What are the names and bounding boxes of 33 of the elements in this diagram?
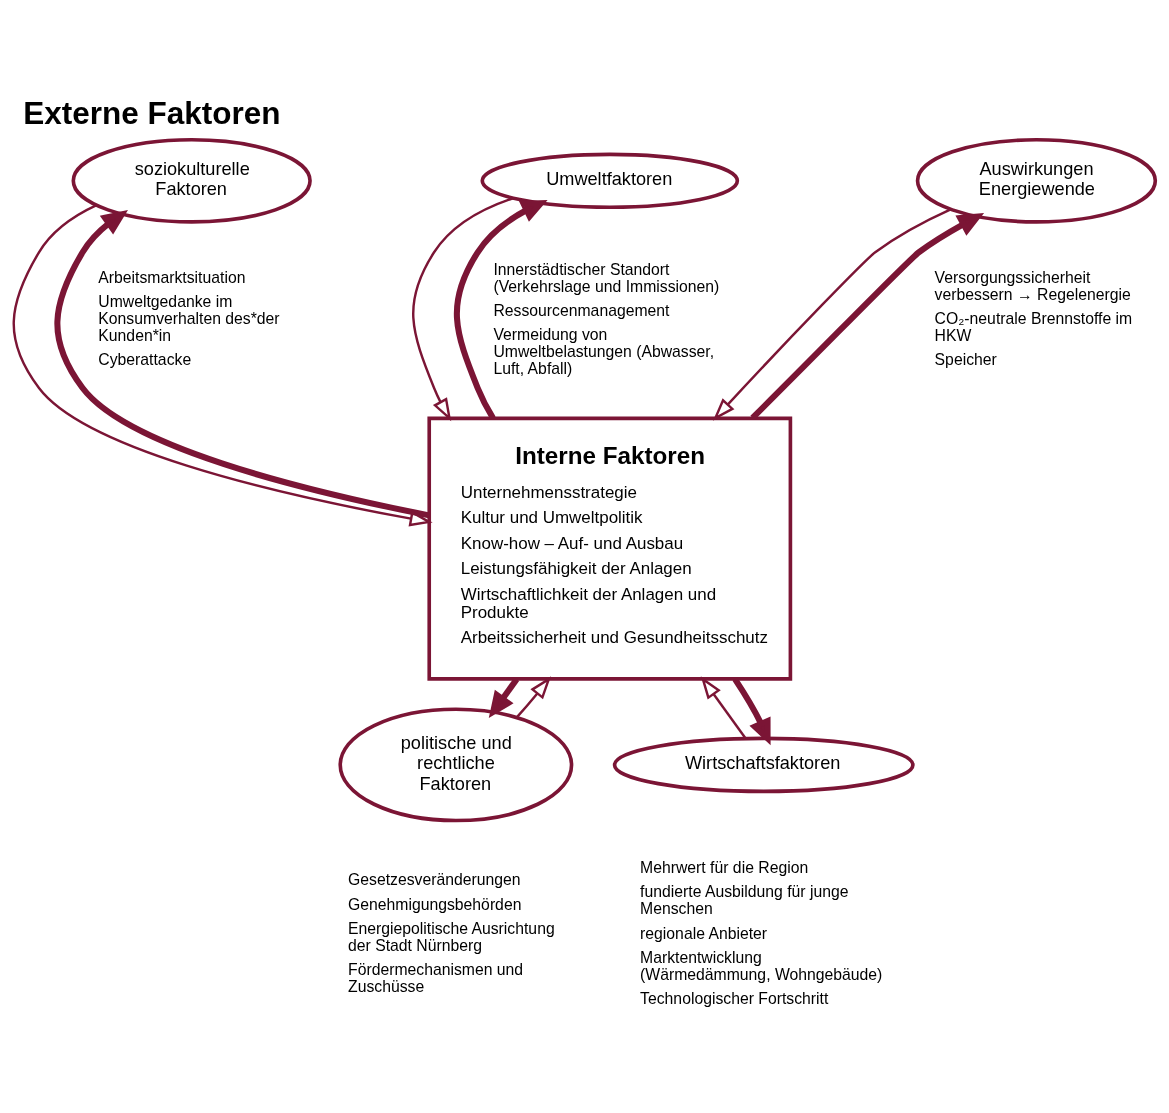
node-label: Cyberattacke — [98, 351, 192, 369]
node-label: Gesetzesveränderungen — [348, 871, 521, 889]
node-label: Speicher — [934, 351, 997, 369]
node-label: Technologischer Fortschritt — [640, 990, 829, 1008]
node-label: Marktentwicklung (Wärmedämmung, Wohngebäude) — [640, 948, 883, 983]
node-label: CO₂-neutrale Brennstoffe im HKW — [934, 310, 1133, 345]
node-label: Umweltgedanke im Konsumverhalten des*der Kunden*in — [98, 293, 280, 345]
node-label: Genehmigungsbehörden — [348, 895, 522, 913]
arrow — [700, 676, 747, 739]
arrow — [412, 197, 514, 422]
node-label: Fördermechanismen und Zuschüsse — [348, 961, 524, 995]
arrow — [712, 208, 952, 421]
node-ellipse: Auswirkungen Energiewende — [915, 137, 1158, 224]
node-label: Ressourcenmanagement — [493, 301, 670, 319]
node-label: Vermeidung von Umweltbelastungen (Abwasser, Luft, Abfall) — [493, 326, 715, 377]
node-label: Mehrwert für die Region — [640, 859, 809, 877]
node-ellipse: Wirtschaftsfaktoren — [612, 736, 915, 794]
node-label: Versorgungssicherheit verbessern → Regelenergie — [934, 269, 1131, 304]
node-ellipse: soziokulturelle Faktoren — [71, 137, 312, 224]
diagram-title: Externe Faktoren — [23, 94, 281, 131]
node-label: Innerstädtischer Standort (Verkehrslage und Immissionen) — [493, 260, 720, 295]
node-label: Arbeitsmarktsituation — [98, 269, 246, 287]
arrow — [732, 677, 771, 746]
node-box: Interne Faktoren Unternehmensstrategie Kultur und Umweltpolitik Know-how – Auf- und Ausbau Leistungsfähigkeit der Anlagen Wirtschaftlichkeit der Anlagen und Produkte Arbeitssicherheit und Gesundheitsschutz — [427, 416, 793, 681]
arrow — [488, 677, 520, 718]
node-label: Energiepolitische Ausrichtung der Stadt Nürnberg — [348, 919, 555, 954]
node-label: fundierte Ausbildung für junge Menschen — [640, 883, 849, 918]
arrow — [453, 199, 548, 420]
node-label: regionale Anbieter — [640, 924, 768, 942]
node-ellipse: politische und rechtliche Faktoren — [338, 707, 574, 823]
arrow — [515, 676, 552, 719]
node-ellipse: Umweltfaktoren — [480, 152, 740, 210]
arrow — [750, 213, 985, 421]
